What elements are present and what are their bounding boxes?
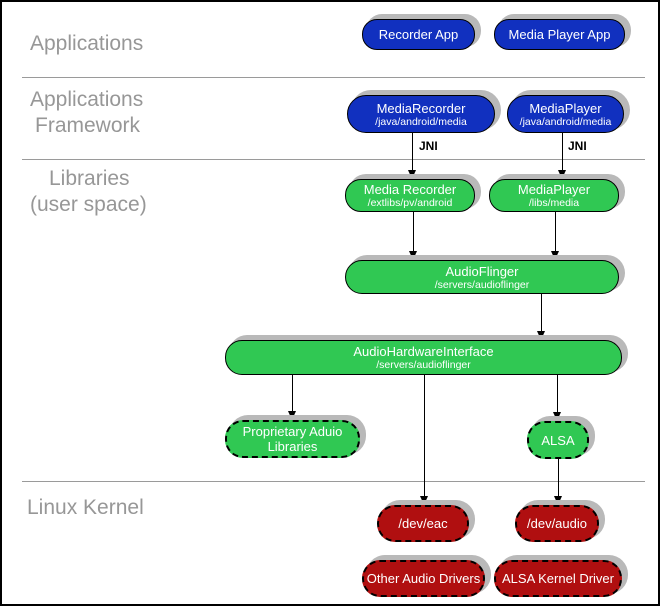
arrowhead-down-icon [553, 412, 561, 421]
node-alsa-kernel-driver: ALSA Kernel Driver [494, 560, 622, 597]
node-dev-audio: /dev/audio [515, 505, 599, 542]
node-title: ALSA [541, 432, 575, 448]
divider-applications-framework [22, 77, 645, 78]
node-title: Media Player App [508, 27, 611, 42]
divider-libraries-kernel [22, 481, 645, 482]
node-title: Media Recorder [363, 182, 457, 197]
node-subtitle: /servers/audioflinger [376, 359, 471, 371]
node-title: ALSA Kernel Driver [502, 571, 614, 586]
node-alsa: ALSA [527, 421, 589, 459]
node-recorder-app: Recorder App [362, 19, 475, 50]
node-mediaplayer-library: MediaPlayer /libs/media [489, 179, 619, 212]
node-title: AudioHardwareInterface [353, 344, 494, 359]
node-subtitle: /libs/media [528, 197, 580, 209]
node-subtitle: /java/android/media [519, 115, 612, 128]
layer-label-framework-line1: Applications [30, 88, 144, 111]
layer-label-libraries-line1: Libraries [49, 167, 130, 190]
node-other-audio-drivers: Other Audio Drivers [362, 560, 485, 597]
connector-mediaplayer-jni-line [562, 133, 563, 171]
connector-alsa-devaudio-line [558, 459, 559, 497]
node-subtitle: /servers/audioflinger [434, 278, 530, 291]
layer-label-applications: Applications [30, 32, 144, 55]
jni-label-left: JNI [419, 139, 438, 153]
connector-mediarecorder-audioflinger-line [413, 212, 414, 252]
arrowhead-down-icon [551, 251, 559, 260]
node-title: Recorder App [378, 27, 459, 42]
node-title: /dev/eac [398, 516, 448, 531]
jni-label-right: JNI [568, 139, 587, 153]
node-audiohardwareinterface: AudioHardwareInterface /servers/audiofli… [225, 340, 622, 375]
node-title: Proprietary Aduio [242, 424, 343, 439]
node-media-recorder-library: Media Recorder /extlibs/pv/android [345, 179, 475, 212]
arrowhead-down-icon [409, 251, 417, 260]
node-media-player-app: Media Player App [494, 19, 625, 50]
arrowhead-down-icon [408, 170, 416, 179]
node-title: MediaRecorder [376, 100, 466, 116]
node-subtitle: /java/android/media [375, 115, 467, 128]
node-title: Other Audio Drivers [366, 571, 481, 586]
arrowhead-down-icon [554, 496, 562, 505]
connector-ahi-deveac-line [424, 375, 425, 497]
connector-mediaplayer-audioflinger-line [555, 212, 556, 252]
node-audioflinger: AudioFlinger /servers/audioflinger [345, 260, 619, 294]
node-title-line2: Libraries [267, 439, 318, 454]
node-dev-eac: /dev/eac [377, 505, 469, 542]
node-mediarecorder-framework: MediaRecorder /java/android/media [347, 95, 495, 133]
arrowhead-down-icon [537, 331, 545, 340]
divider-framework-libraries [22, 159, 645, 160]
node-title: /dev/audio [527, 516, 587, 531]
connector-ahi-proprietary-line [292, 375, 293, 412]
connector-ahi-alsa-line [557, 375, 558, 413]
node-title: MediaPlayer [517, 182, 591, 197]
connector-audioflinger-ahi-line [541, 294, 542, 332]
node-title: MediaPlayer [529, 100, 602, 116]
node-mediaplayer-framework: MediaPlayer /java/android/media [507, 95, 624, 133]
node-subtitle: /extlibs/pv/android [367, 197, 453, 209]
connector-mediarecorder-jni-line [412, 133, 413, 171]
arrowhead-down-icon [558, 170, 566, 179]
arrowhead-down-icon [288, 411, 296, 420]
layer-label-linux-kernel: Linux Kernel [27, 496, 144, 519]
node-title: AudioFlinger [445, 263, 519, 279]
node-proprietary-audio-libraries: Proprietary Aduio Libraries [225, 420, 360, 458]
arrowhead-down-icon [420, 496, 428, 505]
layer-label-libraries-line2: (user space) [30, 193, 147, 216]
layer-label-framework-line2: Framework [35, 114, 141, 137]
